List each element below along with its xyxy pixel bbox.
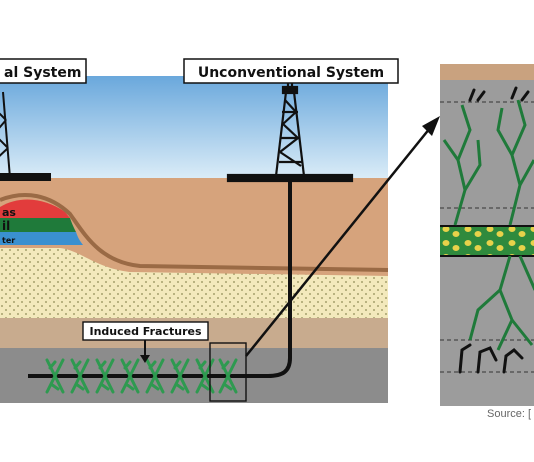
fracture-arrow-head — [140, 355, 150, 363]
unconventional-title: Unconventional System — [198, 65, 384, 81]
induced-fractures-label: Induced Fractures — [89, 325, 201, 338]
conventional-rig-icon — [0, 91, 51, 181]
zoom-arrow-head — [422, 116, 440, 136]
cross-section: Induced Fractures as il ter — [0, 76, 389, 403]
gas-label: as — [2, 206, 16, 219]
inset-lower-fractures — [468, 255, 534, 351]
conventional-title: al System — [4, 65, 81, 81]
source-caption: Source: [ — [487, 408, 531, 420]
inset-panel — [440, 64, 534, 406]
inset-upper-fractures — [442, 99, 534, 226]
gas-zone — [0, 199, 70, 218]
fracture-clusters — [45, 358, 238, 394]
unconventional-title-box — [183, 58, 399, 84]
water-label: ter — [2, 236, 15, 245]
anticline-outline — [0, 192, 389, 272]
horizontal-wellbore — [28, 181, 292, 378]
zoom-arrow — [245, 127, 431, 357]
oil-zone — [0, 218, 76, 232]
oil-label: il — [2, 219, 10, 233]
water-zone — [0, 232, 83, 245]
conventional-title-box — [0, 58, 87, 84]
inset-horizontal-well — [440, 226, 534, 256]
inset-proppant-marks — [458, 86, 530, 374]
sky-layer — [0, 76, 388, 180]
zoom-box — [209, 342, 247, 402]
